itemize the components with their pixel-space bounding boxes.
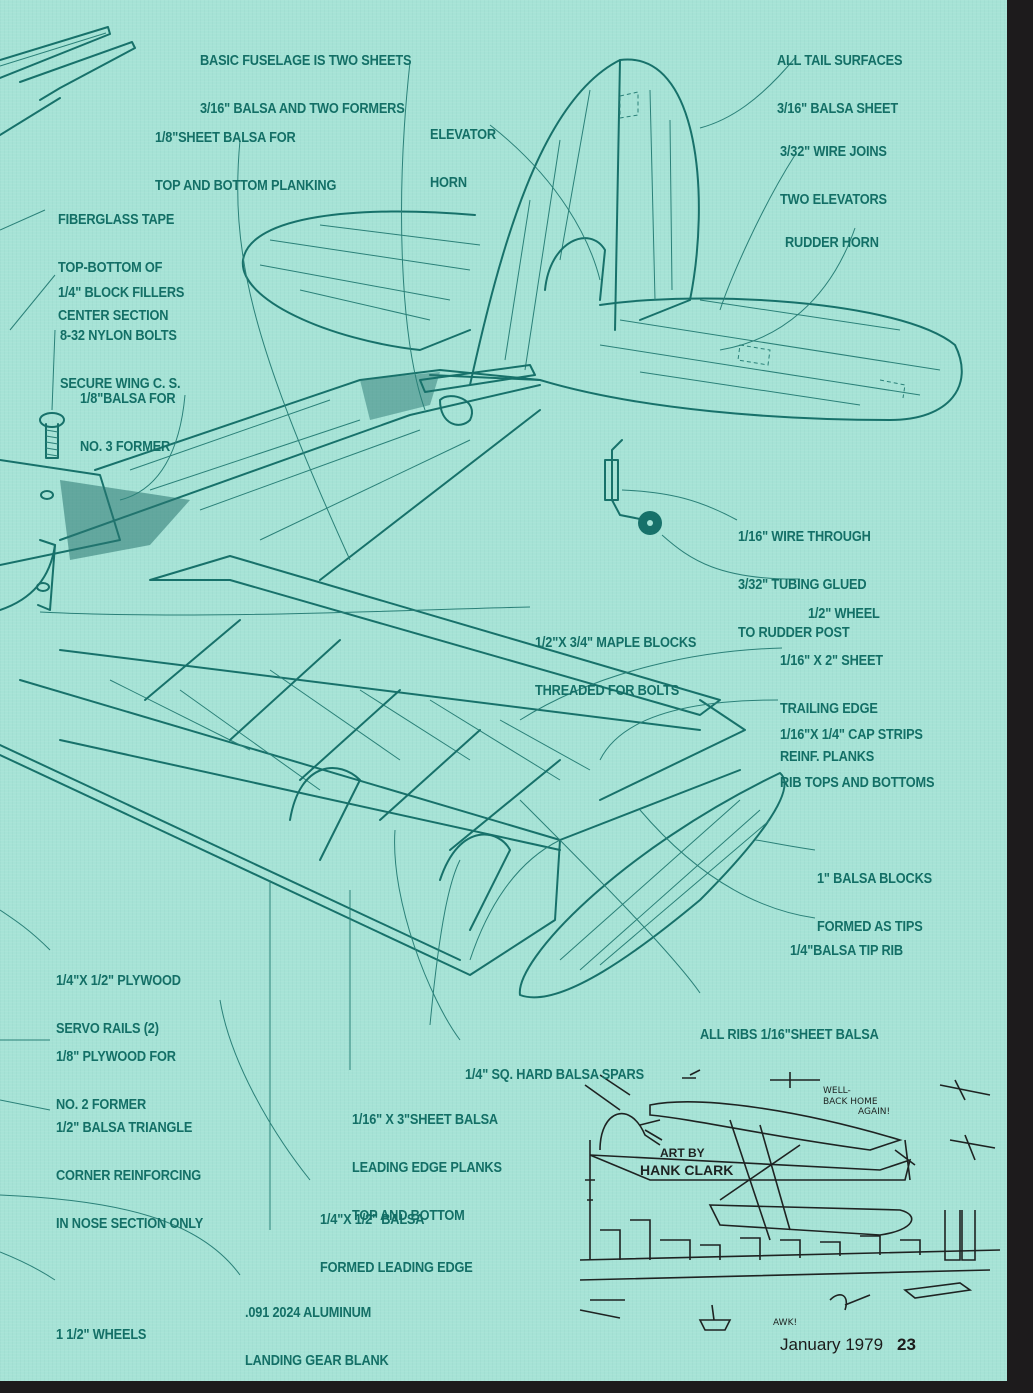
callout-maple-blocks: 1/2"X 3/4" MAPLE BLOCKS THREADED FOR BOL… — [535, 635, 697, 699]
tail-wheel-assembly — [604, 439, 662, 535]
callout-fuselage: BASIC FUSELAGE IS TWO SHEETS 3/16" BALSA… — [200, 53, 412, 117]
callout-wing-tips: 1" BALSA BLOCKS FORMED AS TIPS — [817, 871, 932, 935]
callout-nylon-bolts: 8-32 NYLON BOLTS SECURE WING C. S. — [60, 328, 181, 392]
horizontal-stabilizer-right — [429, 297, 963, 421]
issue-date: January 1979 — [780, 1335, 884, 1354]
nylon-bolt — [36, 412, 65, 592]
cartoon-seaplane-illustration: ART BY HANK CLARK WELL- BACK HOME AGAIN!… — [579, 1069, 1001, 1331]
callout-former-3: 1/8"BALSA FOR NO. 3 FORMER — [80, 391, 176, 455]
callout-servo-rails: 1/4"X 1/2" PLYWOOD SERVO RAILS (2) — [56, 973, 181, 1037]
callout-wire-joins: 3/32" WIRE JOINS TWO ELEVATORS — [780, 144, 887, 208]
callout-triangle: 1/2" BALSA TRIANGLE CORNER REINFORCING I… — [56, 1120, 204, 1232]
fuselage-boom — [59, 364, 541, 581]
callout-wheels: 1 1/2" WHEELS — [56, 1327, 147, 1343]
rudder-fin — [469, 58, 700, 386]
callout-elevator-horn: ELEVATOR HORN — [430, 127, 496, 191]
callout-landing-gear: .091 2024 ALUMINUM LANDING GEAR BLANK — [245, 1305, 389, 1369]
callout-leading-edge: 1/4"X 1/2" BALSA FORMED LEADING EDGE — [320, 1212, 473, 1276]
callout-tip-rib: 1/4"BALSA TIP RIB — [790, 943, 903, 959]
callout-rudder-horn: RUDDER HORN — [785, 235, 879, 251]
callout-le-planks: 1/16" X 3"SHEET BALSA LEADING EDGE PLANK… — [352, 1112, 502, 1224]
callout-cap-strips: 1/16"X 1/4" CAP STRIPS RIB TOPS AND BOTT… — [780, 727, 935, 791]
model-plane-exploded-drawing: ART BY HANK CLARK WELL- BACK HOME AGAIN!… — [0, 26, 1001, 1331]
horizontal-stabilizer-left — [241, 210, 481, 351]
fuselage-side-strips — [0, 26, 136, 136]
cartoon-art-by: ART BY — [660, 1146, 705, 1160]
cartoon-bird-squawk: AWK! — [773, 1318, 797, 1328]
page-number: 23 — [897, 1335, 916, 1354]
callout-all-ribs: ALL RIBS 1/16"SHEET BALSA — [700, 1027, 879, 1043]
leader-lines — [0, 57, 856, 1281]
cartoon-speech-line-1: WELL- — [823, 1086, 851, 1096]
callout-block-fillers: 1/4" BLOCK FILLERS — [58, 285, 185, 301]
wing-panel — [0, 555, 746, 976]
callout-fiberglass: FIBERGLASS TAPE TOP-BOTTOM OF CENTER SEC… — [58, 212, 175, 324]
wing-center-section — [0, 412, 190, 611]
callout-tail-wheel: 1/2" WHEEL — [808, 606, 880, 622]
wing-tip-block — [518, 772, 786, 999]
callout-tail-surfaces: ALL TAIL SURFACES 3/16" BALSA SHEET — [777, 53, 903, 117]
page-footer: January 1979 23 — [780, 1335, 916, 1355]
callout-spars: 1/4" SQ. HARD BALSA SPARS — [465, 1067, 644, 1083]
cartoon-speech-line-2: BACK HOME — [823, 1097, 878, 1107]
cartoon-speech-line-3: AGAIN! — [858, 1107, 890, 1117]
callout-tail-wire: 1/16" WIRE THROUGH 3/32" TUBING GLUED TO… — [738, 529, 871, 641]
callout-planking: 1/8"SHEET BALSA FOR TOP AND BOTTOM PLANK… — [155, 130, 337, 194]
callout-former-2: 1/8" PLYWOOD FOR NO. 2 FORMER — [56, 1049, 176, 1113]
callout-trailing-edge: 1/16" X 2" SHEET TRAILING EDGE REINF. PL… — [780, 653, 883, 765]
cartoon-artist-name: HANK CLARK — [640, 1162, 733, 1178]
magazine-page: ART BY HANK CLARK WELL- BACK HOME AGAIN!… — [0, 0, 1007, 1381]
